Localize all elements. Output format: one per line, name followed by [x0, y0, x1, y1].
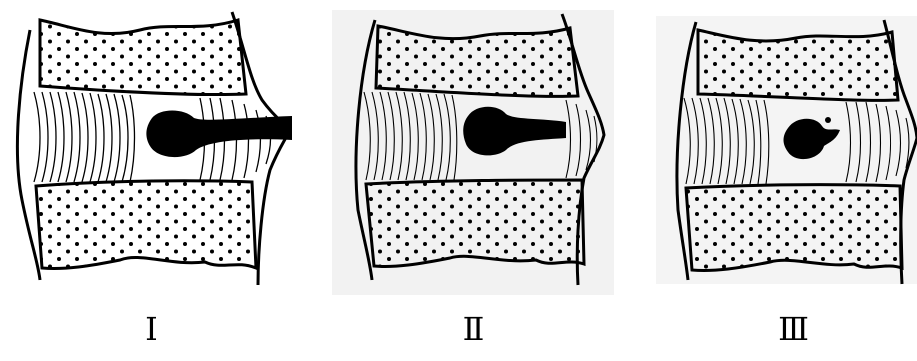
panel-2-label: Ⅱ [442, 310, 502, 348]
panel-3-label: Ⅲ [762, 310, 822, 348]
upper-vertebra [698, 30, 898, 100]
lower-vertebra [36, 181, 256, 269]
panel-1: Ⅰ [0, 0, 310, 300]
panel-1-illustration [0, 0, 310, 300]
panel-1-label: Ⅰ [120, 310, 180, 348]
panel-3-illustration [656, 0, 917, 300]
upper-vertebra [376, 26, 578, 96]
small-lesion-spot [825, 117, 831, 123]
panel-3: Ⅲ [656, 0, 917, 300]
panel-2: Ⅱ [330, 0, 620, 300]
lower-vertebra [686, 185, 902, 271]
panel-2-illustration [330, 0, 620, 300]
upper-vertebra [40, 20, 246, 95]
left-outline [17, 30, 40, 280]
lower-vertebra [366, 180, 584, 267]
